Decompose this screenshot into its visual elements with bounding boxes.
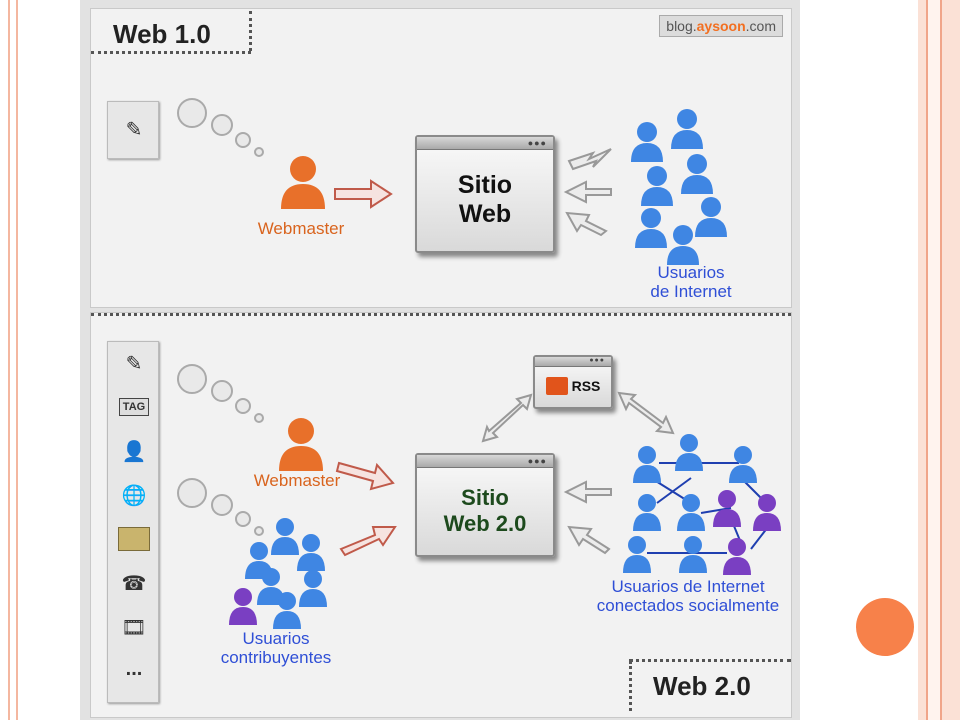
web2-badge: Web 2.0 xyxy=(653,671,751,701)
web2-site-window: ●●● Sitio Web 2.0 xyxy=(415,453,555,557)
person-swap-icon: 👤 xyxy=(121,440,147,463)
web1-badge: Web 1.0 xyxy=(113,19,211,49)
slide-accent-dot xyxy=(856,598,914,656)
thought-bubble xyxy=(211,114,233,136)
web2-badge-overline xyxy=(629,659,791,662)
webmaster-person-icon xyxy=(281,156,325,209)
users-to-site-arrows xyxy=(563,148,612,237)
webmaster-to-site-arrow xyxy=(334,179,393,209)
thought-bubble xyxy=(254,413,264,423)
thought-bubble xyxy=(235,132,251,148)
web2-graphics xyxy=(177,364,781,629)
more-icon: ... xyxy=(125,657,143,680)
pencil-icon: ✎ xyxy=(125,118,143,141)
map-icon xyxy=(114,522,154,556)
internet-user-icons xyxy=(631,109,727,265)
film-icon: 🎞 xyxy=(121,616,147,639)
social-users-to-site-arrows xyxy=(563,480,612,555)
slide-right-border xyxy=(918,0,960,720)
pencil-icon: ✎ xyxy=(125,352,143,375)
web2-badge-sep xyxy=(629,661,632,711)
panel-divider xyxy=(91,313,791,316)
thought-bubble xyxy=(211,494,233,516)
contributor-user-icons xyxy=(229,518,327,629)
rss-feed-window: ●●● RSS xyxy=(533,355,613,409)
web1-badge-underline xyxy=(91,51,251,54)
rss-icon xyxy=(545,377,568,395)
thought-bubble xyxy=(177,364,207,394)
thought-bubble xyxy=(235,398,251,414)
web1-tool-strip: ✎ xyxy=(107,101,159,159)
thought-bubble xyxy=(235,511,251,527)
phone-icon: ☎ xyxy=(121,572,147,595)
web2-site-line2: Web 2.0 xyxy=(443,511,527,536)
thought-bubble xyxy=(254,147,264,157)
tag-icon: TAG xyxy=(114,390,154,424)
web2-webmaster-label: Webmaster xyxy=(253,471,341,490)
brand-watermark: blog.aysoon.com xyxy=(659,15,783,37)
web1-site-line1: Sitio xyxy=(457,171,513,199)
globe-icon: 🌐 xyxy=(121,484,147,507)
rss-label: RSS xyxy=(571,378,601,394)
web2-panel: ✎ TAG 👤 🌐 ☎ 🎞 ... xyxy=(90,312,792,718)
rss-sync-arrows xyxy=(481,391,675,443)
web1-panel: Web 1.0 blog.aysoon.com ✎ xyxy=(90,8,792,308)
thought-bubble xyxy=(211,380,233,402)
web1-webmaster-label: Webmaster xyxy=(257,219,345,238)
social-user-icons xyxy=(623,434,781,575)
web1-site-line2: Web xyxy=(458,200,512,228)
thought-bubble xyxy=(177,98,207,128)
slide-left-border xyxy=(8,0,18,720)
thought-bubble xyxy=(254,526,264,536)
web-1-vs-2-diagram: Web 1.0 blog.aysoon.com ✎ xyxy=(80,0,800,720)
web2-site-line1: Sitio xyxy=(461,485,509,510)
contributions-to-site-arrows xyxy=(335,461,397,557)
webmaster-person-icon xyxy=(279,418,323,471)
web1-graphics xyxy=(177,98,727,265)
thought-bubble xyxy=(177,478,207,508)
web2-tool-strip: ✎ TAG 👤 🌐 ☎ 🎞 ... xyxy=(107,341,159,703)
web1-badge-sep xyxy=(249,11,252,51)
web1-site-window: ●●● Sitio Web xyxy=(415,135,555,253)
